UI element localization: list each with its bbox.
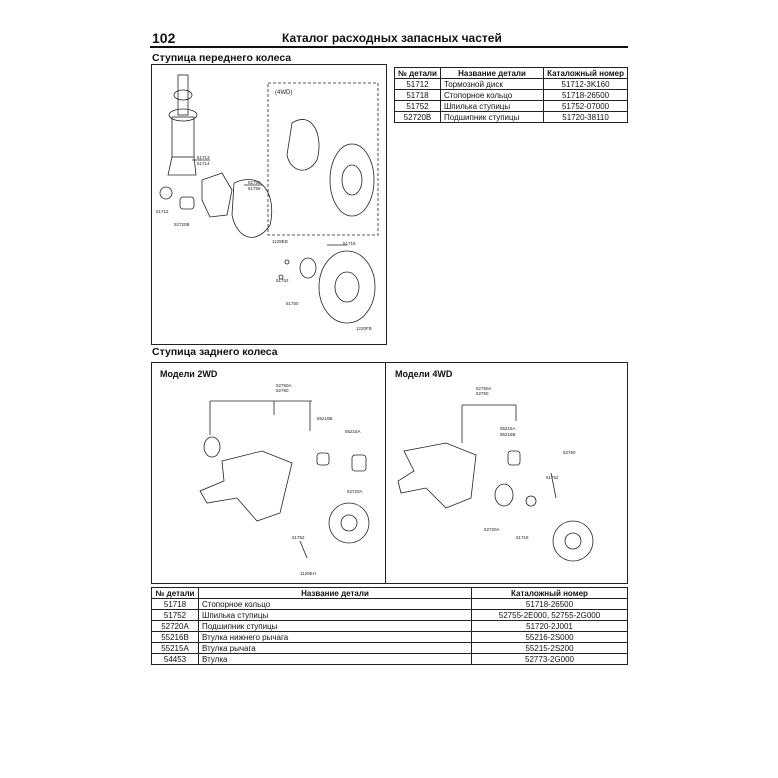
callout-2wd-52760: 52760 (276, 388, 289, 393)
callout-front-52720b: 52720B (174, 222, 190, 227)
hub-rear-2wd (328, 502, 370, 544)
callout-front-1129ed: 1129ED (272, 239, 289, 244)
table-row: 52720A Подшипник ступицы 51720-2J001 (151, 620, 628, 632)
brake-disc-4wd (329, 143, 375, 217)
callout-4wd-51752: 51752 (546, 475, 559, 480)
page-number: 102 (152, 30, 176, 46)
table-header-row: № детали Название детали Каталожный номе… (151, 587, 628, 599)
callout-2wd-52720a: 52720A (347, 489, 363, 494)
hub (299, 257, 317, 279)
knuckle-rear-2wd (199, 450, 293, 522)
callout-front-51718: 51718 (343, 241, 356, 246)
panel-label-4wd: Модели 4WD (395, 369, 453, 379)
table-row: 51718 Стопорное кольцо 51718-26500 (151, 598, 628, 610)
table-header-row: № детали Название детали Каталожный номе… (394, 67, 628, 79)
callout-4wd-52750: 52750 (563, 450, 576, 455)
table-row: 51712 Тормозной диск 51712-3K160 (394, 78, 628, 90)
table-row: 54453 Втулка 52773-2G000 (151, 653, 628, 665)
table-row: 55216B Втулка нижнего рычага 55216-2S000 (151, 631, 628, 643)
callout-front-1220fb: 1220FB (356, 326, 372, 331)
table-row: 55215A Втулка рычага 55215-2S200 (151, 642, 628, 654)
brake-disc-front (318, 250, 376, 324)
dust-shield (231, 179, 273, 238)
callout-4wd-55216b: 55216B (500, 432, 516, 437)
rear-parts-table: № детали Название детали Каталожный номе… (151, 587, 628, 665)
table-row: 51752 Шпилька ступицы 51752-07000 (394, 100, 628, 112)
hub-rear-4wd (552, 520, 594, 562)
callout-2wd-55215a: 55215A (345, 429, 361, 434)
col-header-cat: Каталожный номер (543, 67, 628, 79)
callout-front-51714: 51714 (197, 161, 210, 166)
front-section-title: Ступица переднего колеса (152, 52, 292, 64)
col-header-cat: Каталожный номер (471, 587, 628, 599)
callout-front-51752: 51752 (276, 278, 289, 283)
knuckle-rear-4wd (397, 442, 477, 509)
rear-section-title: Ступица заднего колеса (152, 346, 278, 358)
table-row: 51718 Стопорное кольцо 51718-26500 (394, 89, 628, 101)
col-header-no: № детали (151, 587, 199, 599)
rear-panel-divider (385, 363, 386, 583)
callout-4wd-51718: 51718 (516, 535, 529, 540)
rear-4wd-diagram: 52750A 52760 55215A 55216B 52720A 51718 … (397, 386, 594, 562)
panel-label-2wd: Модели 2WD (160, 369, 218, 379)
callout-2wd-51752: 51752 (292, 535, 305, 540)
page-title: Каталог расходных запасных частей (282, 31, 502, 45)
front-diagram-frame: (4WD) 51713 51714 51712 52720B 51755 517… (151, 64, 387, 345)
col-header-no: № детали (394, 67, 441, 79)
front-hub-diagram: (4WD) 51713 51714 51712 52720B 51755 517… (156, 74, 379, 331)
table-row: 52720B Подшипник ступицы 51720-38110 (394, 111, 628, 123)
rear-2wd-diagram: 52750A 52760 55216B 55215A 52720A 51752 … (199, 383, 370, 576)
inset-label: (4WD) (275, 90, 292, 96)
callout-front-51755: 51755 (248, 180, 261, 185)
callout-4wd-52750a: 52750A (476, 386, 492, 391)
header-rule (150, 46, 628, 48)
strut-shaft (177, 74, 189, 116)
inset-4wd-frame (267, 82, 379, 236)
callout-front-51712: 51712 (156, 209, 169, 214)
callout-2wd-55216b: 55216B (317, 416, 333, 421)
front-parts-table: № детали Название детали Каталожный номе… (394, 67, 628, 123)
knuckle (201, 172, 233, 218)
callout-front-51756: 51756 (248, 186, 261, 191)
callout-2wd-52750a: 52750A (276, 383, 292, 388)
callout-2wd-1129eh: 1129EH (300, 571, 316, 576)
callout-4wd-55215a: 55215A (500, 426, 516, 431)
callout-4wd-52720a: 52720A (484, 527, 500, 532)
callout-4wd-52760: 52760 (476, 391, 489, 396)
table-row: 51752 Шпилька ступицы 52755-2E000, 52755… (151, 609, 628, 621)
col-header-name: Название детали (198, 587, 472, 599)
bushing-2wd (203, 436, 221, 458)
col-header-name: Название детали (439, 67, 545, 79)
callout-front-51750: 51750 (286, 301, 299, 306)
rear-diagram-frame: Модели 2WD Модели 4WD 52750A 52760 55216… (151, 362, 628, 584)
callout-front-51713: 51713 (197, 155, 210, 160)
